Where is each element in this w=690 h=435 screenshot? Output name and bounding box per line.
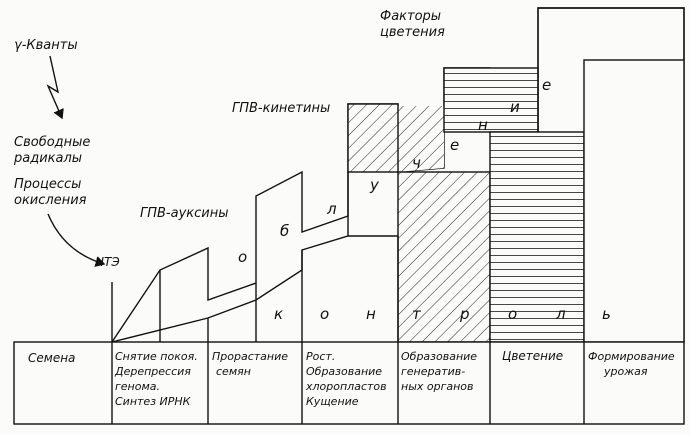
nte-label: НТЭ	[95, 255, 120, 269]
obuchenie-letter: н	[478, 116, 488, 134]
flowering-factors-outline	[537, 7, 685, 132]
stage-seeds-line: Семена	[28, 351, 75, 365]
kinetin-hatch	[348, 104, 444, 172]
kontrol-letter: р	[459, 305, 470, 323]
gamma-arrow	[46, 55, 64, 120]
kontrol-letter: н	[366, 305, 376, 323]
stage-flowering-line: Цветение	[502, 349, 563, 363]
oxidation-label-1: Процессы	[14, 177, 81, 192]
oxidation-label-2: окисления	[14, 193, 87, 208]
kinetin-hatch-block	[347, 103, 399, 173]
obuchenie-letter: и	[510, 98, 520, 116]
kontrol-letter: к	[274, 305, 283, 323]
stage-growth-line: хлоропластов	[305, 380, 387, 393]
obuchenie-letter: е	[542, 76, 551, 94]
kontrol-staircase-outline	[111, 235, 399, 343]
generative-hatch-block	[397, 171, 491, 343]
flowering-striped-block	[489, 131, 585, 343]
stage-table	[13, 341, 685, 425]
harvest-block	[583, 59, 685, 343]
stage-generative-line: ных органов	[401, 380, 474, 393]
kontrol-letter: о	[320, 305, 329, 323]
obuchenie-letter: б	[280, 222, 289, 240]
obuchenie-letter: у	[369, 176, 380, 194]
stage-generative-line: Образование	[401, 350, 477, 363]
gamma-quanta-label: γ-Кванты	[14, 38, 78, 53]
stage-growth-line: Образование	[306, 365, 382, 378]
obuchenie-letter: о	[238, 248, 247, 266]
flowering-factors-label-1: Факторы	[380, 9, 441, 24]
stage-germination-line: Прорастание	[212, 350, 288, 363]
stage-growth-line: Кущение	[306, 395, 359, 408]
free-radicals-label-2: радикалы	[13, 151, 82, 166]
stage-germination-line: семян	[216, 365, 251, 378]
obuchenie-letter: л	[326, 200, 337, 218]
stage-dormancy-line: Синтез ИРНК	[115, 395, 192, 408]
stage-harvest-line: Формирование	[588, 350, 675, 363]
obuchenie-letter: е	[450, 136, 459, 154]
stage-dormancy-line: Снятие покоя.	[115, 350, 198, 363]
flowering-factors-label-2: цветения	[380, 25, 445, 40]
stage-harvest-line: урожая	[603, 365, 648, 378]
gpv-auxins-label: ГПВ-ауксины	[140, 206, 229, 221]
kontrol-letter: ь	[602, 305, 611, 323]
gpv-kinetins-label: ГПВ-кинетины	[232, 101, 330, 116]
stage-dormancy-line: Дерепрессия	[114, 365, 191, 378]
kontrol-letter: л	[555, 305, 566, 323]
stage-generative-line: генератив-	[401, 365, 465, 378]
stage-dormancy-line: генома.	[115, 380, 160, 393]
flowering-factors-top-block	[443, 67, 539, 133]
kontrol-letter: т	[412, 305, 422, 323]
free-radicals-label-1: Свободные	[14, 135, 90, 150]
kontrol-letter: о	[508, 305, 517, 323]
stage-growth-line: Рост.	[306, 350, 335, 363]
obuchenie-letter: ч	[412, 154, 421, 172]
oxidation-arrow	[47, 213, 106, 267]
